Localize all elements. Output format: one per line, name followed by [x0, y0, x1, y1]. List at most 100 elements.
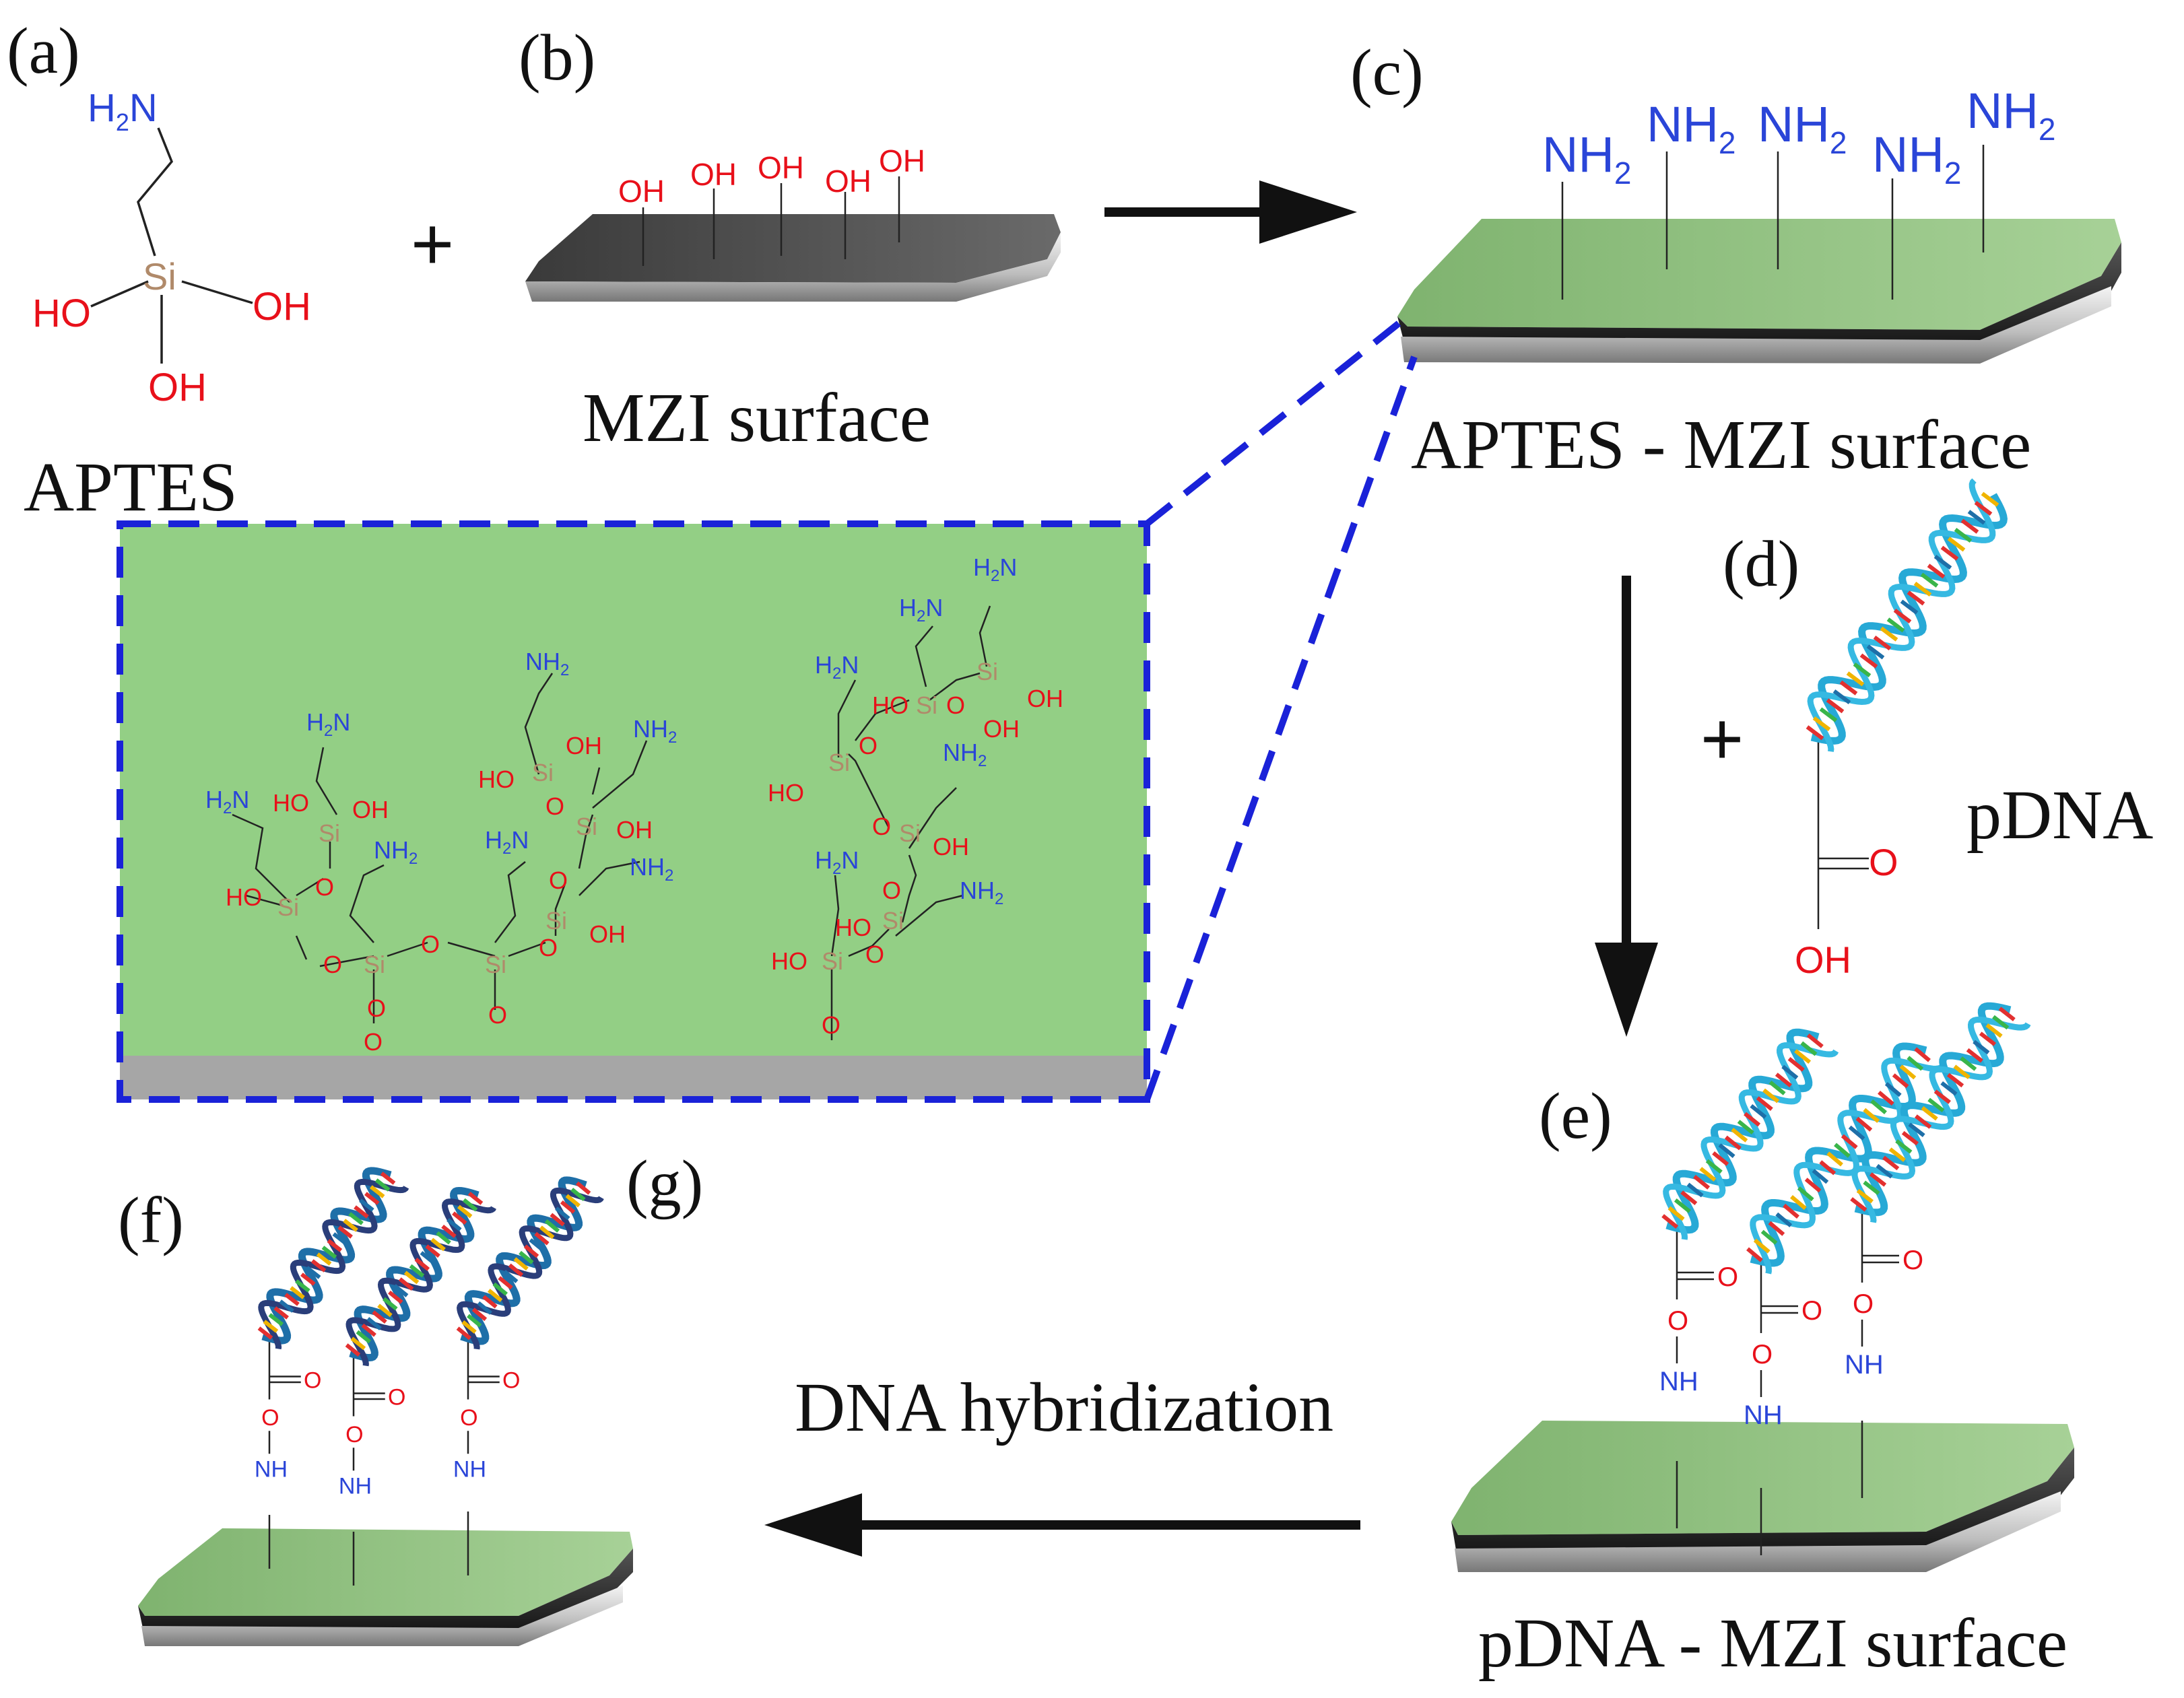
dna-base-pair [1686, 1182, 1704, 1198]
inset-si: Si [485, 951, 506, 978]
dna-base-pair [380, 1171, 396, 1185]
dna-base-pair [1783, 1203, 1799, 1219]
dna-base-pair [519, 1250, 534, 1264]
dna-base-pair [398, 1277, 414, 1291]
linker-nh: NH [1659, 1367, 1698, 1396]
inset-ho: HO [768, 779, 804, 807]
b-oh-4: OH [825, 164, 871, 199]
dna-base-pair [1960, 1056, 1977, 1071]
dna-helix [345, 1186, 496, 1367]
inset-o: O [946, 691, 965, 719]
dna-strand [460, 1176, 587, 1345]
dna-base-pair [393, 1284, 409, 1297]
dna-helix [1746, 1042, 1946, 1275]
dna-base-pair [482, 1295, 498, 1309]
plus-sign-2: + [1700, 698, 1744, 780]
dna-base-pair [461, 1320, 477, 1334]
dna-base-pair [1737, 1120, 1754, 1135]
dna-base-pair [1834, 1143, 1851, 1158]
inset-si: Si [882, 907, 904, 935]
panel-label-d: (d) [1723, 528, 1799, 601]
dna-base-pair [1985, 1023, 2003, 1038]
inset-si: Si [916, 691, 937, 719]
dna-base-pair [1667, 1206, 1685, 1221]
dna-base-pair [1882, 1155, 1900, 1171]
caption-dna-hybridization: DNA hybridization [795, 1369, 1333, 1446]
dna-base-pair [1966, 1048, 1983, 1063]
linker-nh: NH [339, 1473, 372, 1499]
dna-base-pair [1756, 1096, 1773, 1112]
dna-base-pair [1886, 617, 1905, 633]
inset-si: Si [576, 813, 597, 840]
arrow-down [1595, 576, 1658, 1037]
dna-base-pair [457, 1204, 473, 1219]
dna-base-pair [1855, 1116, 1873, 1132]
dna-base-pair [279, 1299, 294, 1313]
dna-base-pair [550, 1213, 565, 1227]
dna-base-pair [284, 1293, 300, 1306]
dna-base-pair [327, 1239, 343, 1252]
dna-base-pair [290, 1286, 305, 1299]
inset-h2n: H2N [485, 826, 529, 858]
inset-oh: OH [1027, 685, 1063, 712]
dna-base-pair [1915, 1114, 1932, 1129]
inset-siloxane-network: O Si O O O Si O O Si HO O Si HO OH H2N H… [205, 648, 677, 1056]
dna-base-pair [1718, 1143, 1735, 1159]
zoom-inset [117, 314, 1418, 1103]
inset-o: O [364, 1028, 383, 1056]
dna-base-pair [1893, 608, 1912, 624]
dna-base-pair [471, 1308, 488, 1322]
inset-ho: HO [273, 789, 309, 817]
dna-base-pair [436, 1231, 451, 1245]
dna-base-pair [369, 1185, 385, 1198]
dna-base-pair [456, 1326, 472, 1340]
inset-si: Si [277, 893, 299, 921]
dna-base-pair [1873, 635, 1892, 651]
dna-base-pair [1992, 1015, 2010, 1030]
dna-base-pair [332, 1232, 348, 1246]
inset-o: O [323, 951, 342, 978]
linker-o: O [502, 1368, 520, 1394]
dna-base-pair [337, 1225, 353, 1239]
inset-o: O [859, 732, 878, 759]
dna-base-pair [1724, 1135, 1742, 1151]
inset-o: O [882, 877, 901, 904]
inset-nh2: NH2 [633, 715, 677, 747]
dna-base-pair [1712, 1151, 1729, 1166]
dna-base-pair [1880, 626, 1898, 642]
dna-base-pair [273, 1306, 289, 1320]
dna-base-pair [1750, 1103, 1767, 1119]
dna-base-pair [1947, 537, 1966, 552]
linker-o: O [261, 1405, 279, 1431]
c-nh2-1: NH2 [1542, 127, 1631, 191]
dna-strand [1665, 1028, 1820, 1234]
dna-base-pair [345, 1343, 361, 1357]
linker-o: O [1717, 1262, 1738, 1292]
dna-base-pair [356, 1330, 371, 1344]
dna-base-pair [425, 1244, 440, 1258]
dna-base-pair [570, 1188, 586, 1202]
dna-base-pair [372, 1310, 387, 1324]
panel-label-a: (a) [7, 15, 80, 88]
dna-base-pair [414, 1257, 430, 1271]
dna-strand [1854, 1002, 2012, 1217]
dna-base-pair [1762, 1088, 1780, 1103]
dna-base-pair [1812, 716, 1831, 732]
dna-base-pair [1953, 1064, 1971, 1079]
dna-base-pair [1907, 590, 1925, 606]
dna-base-pair [1981, 491, 1999, 507]
dna-base-pair [300, 1272, 316, 1286]
inset-si: Si [545, 907, 567, 935]
dna-base-pair [1826, 1151, 1843, 1167]
dna-base-pair [1768, 1080, 1786, 1095]
inset-si: Si [319, 819, 340, 847]
dna-base-pair [1775, 1073, 1792, 1088]
aptes-mzi-surface-slab: NH2 NH2 NH2 NH2 NH2 [1397, 83, 2121, 364]
inset-oh: OH [933, 833, 969, 860]
dna-base-pair [1787, 1056, 1805, 1072]
